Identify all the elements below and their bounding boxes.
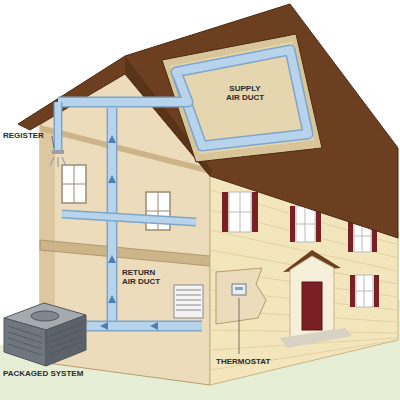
part-label: REGISTER [3,131,44,140]
part-label: THERMOSTAT [216,357,270,366]
part-label: RETURN AIR DUCT [122,268,166,286]
part-label: PACKAGED SYSTEM [3,369,83,378]
part-label: SUPPLY AIR DUCT [222,84,268,102]
